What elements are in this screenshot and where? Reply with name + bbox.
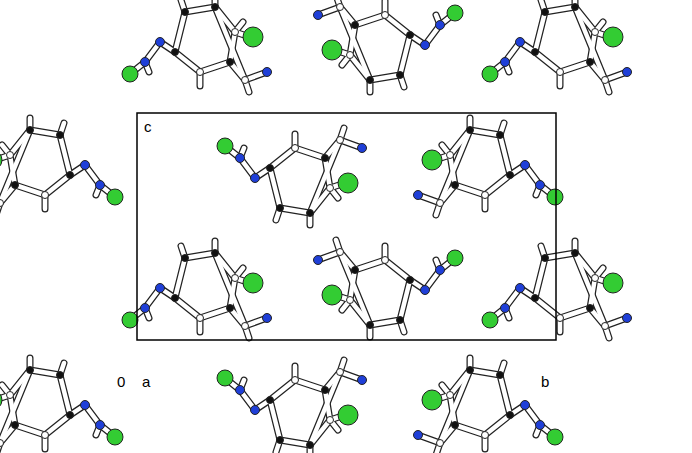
axis-label: 0: [116, 374, 126, 389]
axis-label: c: [143, 119, 153, 134]
axis-label: a: [141, 374, 151, 389]
axis-label: b: [540, 374, 550, 389]
unit-cell: [137, 113, 556, 340]
